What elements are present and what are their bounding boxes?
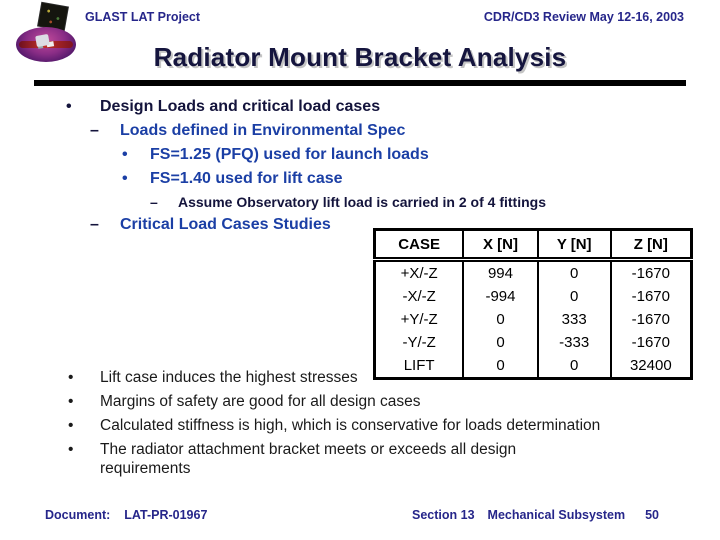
bullet-text: Lift case induces the highest stresses bbox=[100, 369, 358, 386]
bullet-item: • Design Loads and critical load cases bbox=[0, 98, 720, 122]
bullet-text: Calculated stiffness is high, which is c… bbox=[100, 417, 601, 434]
bullet-marker: • bbox=[68, 369, 74, 386]
bullet-text: Loads defined in Environmental Spec bbox=[120, 122, 406, 139]
table-cell: 0 bbox=[462, 331, 538, 354]
table-header-cell: CASE bbox=[374, 229, 464, 262]
table-cell: 0 bbox=[536, 285, 611, 308]
table-cell: -333 bbox=[536, 331, 611, 354]
bullet-text: Assume Observatory lift load is carried … bbox=[178, 194, 546, 210]
table-cell: 333 bbox=[536, 308, 611, 331]
table-cell: 32400 bbox=[609, 354, 692, 379]
subsystem-label: Mechanical Subsystem bbox=[487, 508, 626, 522]
table-header-cell: Y [N] bbox=[536, 229, 611, 262]
bullet-marker: • bbox=[68, 393, 74, 410]
table-cell: 0 bbox=[536, 354, 611, 379]
bullet-item: • Margins of safety are good for all des… bbox=[0, 392, 720, 416]
bullet-text: Critical Load Cases Studies bbox=[120, 216, 331, 233]
table-row: +Y/-Z 0 333 -1670 bbox=[375, 308, 692, 331]
review-date: CDR/CD3 Review May 12-16, 2003 bbox=[483, 10, 684, 24]
table-cell: -1670 bbox=[609, 331, 692, 354]
page-number: 50 bbox=[645, 508, 659, 522]
table-header-cell: X [N] bbox=[462, 229, 538, 262]
load-case-table: CASE X [N] Y [N] Z [N] +X/-Z 994 0 -1670… bbox=[373, 228, 693, 380]
bullet-item: • Calculated stiffness is high, which is… bbox=[0, 416, 720, 440]
bullet-item: – Assume Observatory lift load is carrie… bbox=[0, 194, 720, 216]
section-reference: Section 13 Mechanical Subsystem 50 bbox=[412, 508, 659, 522]
table-header-cell: Z [N] bbox=[609, 229, 692, 262]
table-header-row: CASE X [N] Y [N] Z [N] bbox=[374, 229, 692, 262]
table-cell: -994 bbox=[462, 285, 538, 308]
bullet-item: – Critical Load Cases Studies bbox=[0, 216, 720, 240]
table-row: LIFT 0 0 32400 bbox=[375, 354, 692, 379]
table-cell: 0 bbox=[536, 259, 611, 285]
table-cell: +X/-Z bbox=[400, 265, 438, 282]
table-cell: 994 bbox=[462, 259, 538, 285]
bullet-item: • FS=1.25 (PFQ) used for launch loads bbox=[0, 146, 720, 170]
document-number: LAT-PR-01967 bbox=[124, 508, 208, 522]
bullet-text: Margins of safety are good for all desig… bbox=[100, 393, 421, 410]
title-divider bbox=[34, 80, 686, 86]
table-row: -Y/-Z 0 -333 -1670 bbox=[375, 331, 692, 354]
bullet-marker: • bbox=[122, 170, 128, 187]
bullet-item: – Loads defined in Environmental Spec bbox=[0, 122, 720, 146]
bullet-marker: • bbox=[122, 146, 128, 163]
bullet-item: • The radiator attachment bracket meets … bbox=[0, 440, 720, 478]
bullet-text: Design Loads and critical load cases bbox=[100, 98, 381, 115]
table-cell: -1670 bbox=[609, 308, 692, 331]
dash-marker: – bbox=[150, 194, 158, 210]
table-cell: -1670 bbox=[609, 259, 692, 285]
design-loads-bullet-list: • Design Loads and critical load cases –… bbox=[0, 98, 720, 240]
document-reference: Document: LAT-PR-01967 bbox=[45, 508, 207, 522]
bullet-item: • FS=1.40 used for lift case bbox=[0, 170, 720, 194]
conclusions-bullet-list: • Lift case induces the highest stresses… bbox=[0, 368, 720, 478]
glast-logo bbox=[14, 2, 82, 64]
dash-marker: – bbox=[90, 216, 99, 233]
page-title: Radiator Mount Bracket Analysis bbox=[153, 42, 567, 72]
table-cell: LIFT bbox=[403, 357, 435, 374]
bullet-item: • Lift case induces the highest stresses bbox=[0, 368, 720, 392]
bullet-text: FS=1.40 used for lift case bbox=[150, 170, 343, 187]
table-cell: -1670 bbox=[609, 285, 692, 308]
document-label: Document: bbox=[45, 508, 111, 522]
section-label: Section 13 bbox=[412, 508, 475, 522]
bullet-marker: • bbox=[68, 417, 74, 434]
bullet-text: The radiator attachment bracket meets or… bbox=[100, 441, 517, 477]
project-name: GLAST LAT Project bbox=[85, 10, 201, 24]
bullet-marker: • bbox=[68, 441, 74, 458]
logo-orbit-ellipse-icon bbox=[16, 27, 76, 62]
dash-marker: – bbox=[90, 122, 99, 139]
table-cell: -Y/-Z bbox=[402, 334, 436, 351]
table-cell: +Y/-Z bbox=[400, 311, 438, 328]
table-row: +X/-Z 994 0 -1670 bbox=[375, 259, 692, 285]
bullet-text: FS=1.25 (PFQ) used for launch loads bbox=[150, 146, 429, 163]
table-row: -X/-Z -994 0 -1670 bbox=[375, 285, 692, 308]
table-cell: 0 bbox=[462, 308, 538, 331]
table-cell: 0 bbox=[462, 354, 538, 379]
logo-solar-panel-icon bbox=[38, 2, 68, 31]
bullet-marker: • bbox=[66, 98, 72, 115]
table-cell: -X/-Z bbox=[402, 288, 436, 305]
